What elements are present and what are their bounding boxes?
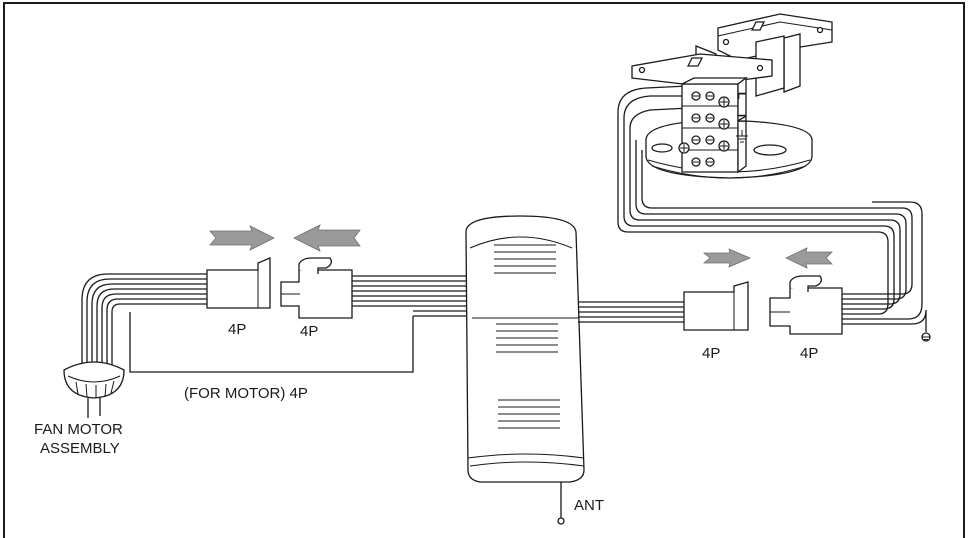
left-female-plug [280,269,353,319]
receiver-body [465,215,585,483]
receiver-unit: ANT [465,215,604,525]
right-female-plug-label: 4P [800,345,818,362]
terminal-l-label: L [735,92,749,99]
right-male-plug-label: 4P [702,345,720,362]
diagram-frame [3,2,965,538]
left-male-plug-label: 4P [228,321,246,338]
left-connector-pair: 4P 4P [206,224,466,340]
right-female-plug [769,287,843,335]
terminal-screws [678,91,730,167]
right-connector-pair: 4P 4P [578,85,931,362]
motor-bracket-line [129,312,414,373]
terminal-n-label: N [735,114,749,123]
left-male-plug [206,257,271,309]
motor-label-line2: ASSEMBLY [40,440,120,457]
motor-label-line1: FAN MOTOR [34,421,123,438]
motor-wire-label: (FOR MOTOR) 4P [184,385,308,402]
left-female-plug-label: 4P [300,323,318,340]
receiver-vent-top [494,244,556,274]
supply-wires [617,85,931,342]
motor-housing [63,361,125,399]
right-push-arrow-icon [702,248,752,268]
left-pull-arrow-icon [293,224,361,252]
antenna-label: ANT [574,497,604,514]
motor-wire-bundle [81,273,208,372]
right-pull-arrow-icon [785,247,833,269]
receiver-vent-bottom [498,399,560,429]
mounting-bracket: L N [631,13,833,179]
fan-motor-assembly: FAN MOTOR ASSEMBLY [34,273,208,457]
left-receiver-wires [352,275,466,317]
right-male-plug [683,281,749,331]
receiver-vent-middle [496,323,558,353]
terminal-block: L N [678,76,749,174]
antenna-tip [557,517,565,525]
left-push-arrow-icon [209,225,275,251]
right-receiver-wires [578,301,684,323]
